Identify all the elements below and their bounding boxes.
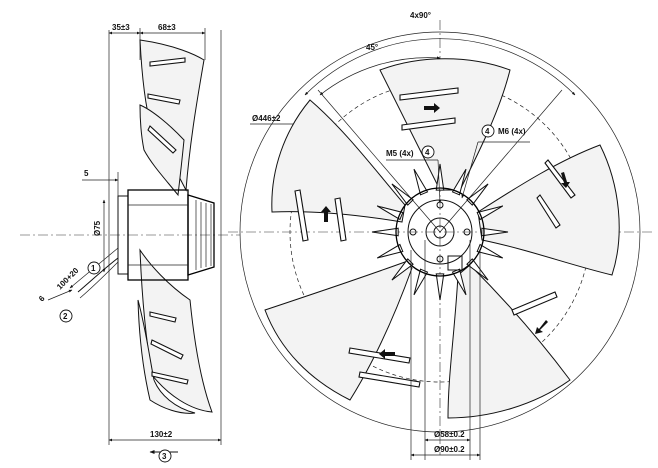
hub-terminal-box: [447, 255, 463, 271]
front-slot-2: [401, 117, 456, 131]
dim-label-68: 68±3: [158, 23, 176, 32]
dim-label-130: 130±2: [150, 430, 173, 439]
dim-line-6: [47, 289, 73, 301]
dim-label-35: 35±3: [112, 23, 130, 32]
side-slot-1: [149, 57, 186, 67]
side-slot-2: [147, 93, 181, 105]
dim-label-6: 6: [37, 294, 47, 304]
dim-label-cable: 100+20: [55, 266, 81, 292]
hub-fin: [476, 243, 504, 259]
side-slot-5: [150, 339, 184, 360]
dim-label-d446: Ø446±2: [252, 114, 281, 123]
front-slot-7: [358, 371, 421, 388]
angle-ref-line-2: [439, 89, 563, 233]
hub-fin: [371, 227, 399, 237]
hub-fin: [451, 168, 467, 196]
dim-label-d58: Ø58±0.2: [434, 430, 465, 439]
angle-label-4x90: 4x90°: [410, 11, 431, 20]
front-blade-3: [447, 264, 571, 419]
side-cable-2: [79, 261, 119, 299]
hub-bolt-2: [463, 228, 471, 236]
hub-outer-circle: [395, 187, 485, 277]
flow-arrow-1: [424, 103, 440, 113]
hub-bolt-3: [436, 255, 444, 263]
angle-ref-line-1: [317, 89, 441, 233]
flow-arrow-5: [321, 206, 331, 222]
hub-fin: [391, 183, 414, 206]
callout-2: 2: [63, 312, 68, 321]
angle-arc-45: [319, 56, 441, 96]
leader-m6: [461, 141, 479, 199]
dim-label-d75: Ø75: [93, 220, 102, 236]
front-blade-5: [271, 99, 406, 223]
side-view: 35±3 68±3 5 Ø75: [20, 23, 240, 463]
flow-arrow-4: [379, 349, 395, 359]
flow-arrow-2: [561, 172, 570, 188]
side-blade-lower-2: [137, 299, 196, 414]
hub-fin: [476, 205, 504, 221]
front-slot-4: [536, 194, 561, 229]
fan-outer-circle: [239, 31, 641, 433]
front-slot-8: [294, 189, 309, 242]
hub-fin: [376, 243, 404, 259]
callout-4b-circle: [421, 145, 435, 159]
hub-fin: [435, 273, 445, 301]
hub-fin: [481, 227, 509, 237]
side-blade-lower: [139, 248, 213, 413]
side-slot-6: [151, 371, 189, 385]
hub-fin: [413, 268, 429, 296]
hub-bolt-4: [409, 228, 417, 236]
callout-4a: 4: [485, 127, 490, 136]
side-motor-fins: [195, 200, 212, 270]
callout-1-circle: [87, 261, 101, 275]
hub-fin: [391, 258, 414, 281]
callout-1: 1: [91, 264, 96, 273]
hub-fin: [376, 205, 404, 221]
front-slot-9: [334, 197, 347, 242]
front-slot-1: [399, 87, 459, 101]
dim-label-5: 5: [84, 169, 89, 178]
side-cable: [77, 257, 119, 293]
dim-label-d90: Ø90±0.2: [434, 445, 465, 454]
side-slot-4: [149, 311, 177, 323]
callout-2-circle: [59, 309, 73, 323]
hub-shaft-circle: [433, 225, 447, 239]
hub-inner-circle: [425, 217, 455, 247]
hub-fin: [413, 168, 429, 196]
hub-fins: [371, 163, 509, 301]
hub-fin: [451, 268, 467, 296]
front-slot-5: [511, 291, 558, 316]
flow-arrow-3: [535, 320, 548, 334]
front-view: 4x90° 45° Ø446±2: [228, 11, 652, 460]
callout-4a-circle: [481, 124, 495, 138]
thread-m6: M6 (4x): [498, 127, 526, 136]
front-blade-4: [264, 261, 413, 401]
hub-fin: [435, 163, 445, 191]
side-motor-rotor: [187, 194, 215, 276]
leader-m5-arrow: [437, 159, 442, 204]
angle-label-45: 45°: [366, 43, 378, 52]
callout-3-circle: [158, 449, 172, 463]
side-slot-3: [147, 125, 177, 154]
callout-3: 3: [162, 452, 167, 461]
thread-m5: M5 (4x): [386, 149, 414, 158]
hub-fin: [466, 183, 489, 206]
callout-4b: 4: [425, 148, 430, 157]
